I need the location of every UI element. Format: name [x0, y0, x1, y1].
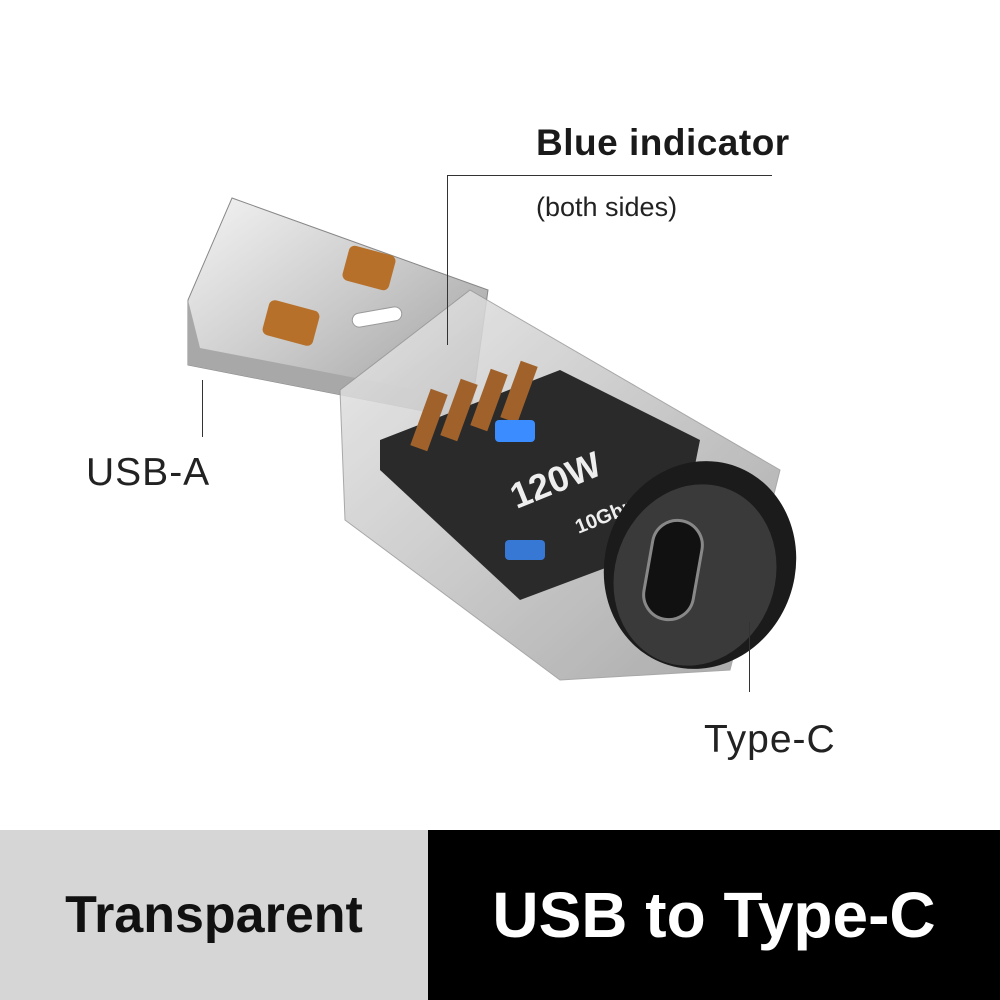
callout-line-horizontal: [447, 175, 772, 176]
usb-a-label: USB-A: [86, 451, 211, 494]
type-c-label: Type-C: [704, 718, 836, 761]
banner-right: USB to Type-C: [428, 830, 1000, 1000]
type-c-pointer-line: [749, 622, 750, 692]
banner-left-text: Transparent: [65, 886, 363, 944]
banner-left: Transparent: [0, 830, 428, 1000]
banner-right-text: USB to Type-C: [492, 879, 936, 951]
usb-adapter-product-image: 120W 10Gbps: [187, 197, 797, 681]
type-c-port-end: [603, 461, 797, 669]
callout-title: Blue indicator: [536, 122, 790, 163]
blue-indicator-led: [495, 420, 535, 442]
usb-a-pointer-line: [202, 380, 203, 437]
callout-line-vertical: [447, 175, 448, 345]
callout-subtitle: (both sides): [536, 192, 678, 222]
